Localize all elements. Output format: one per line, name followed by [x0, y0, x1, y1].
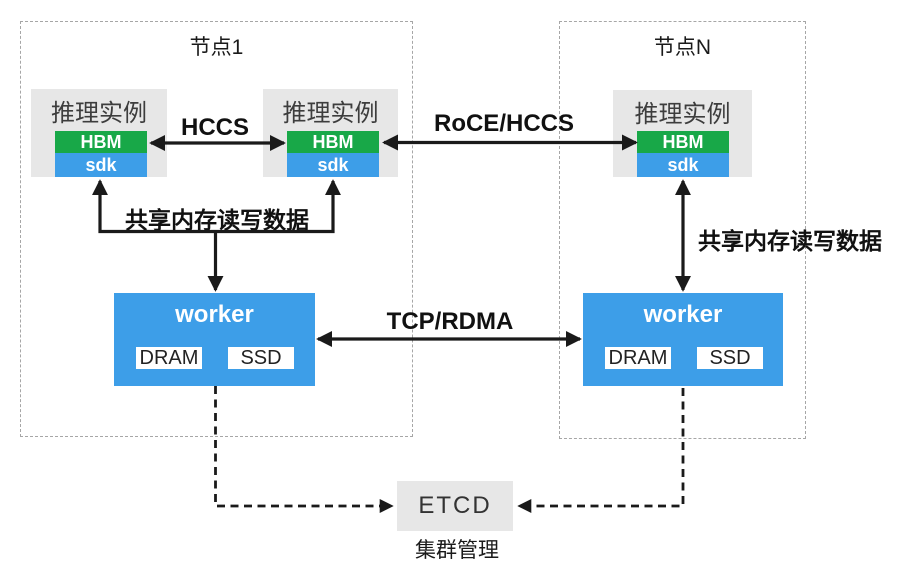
worker-n-title: worker — [643, 301, 723, 328]
inference-instance-n-title: 推理实例 — [634, 101, 731, 128]
ssd-chip: SSD — [697, 347, 763, 369]
hbm-bar: HBM — [55, 131, 147, 153]
ssd-chip: SSD — [228, 347, 294, 369]
dram-chip: DRAM — [136, 347, 202, 369]
cluster-management-label: 集群管理 — [415, 539, 499, 562]
inference-instance-1-title: 推理实例 — [51, 100, 147, 127]
roce-hccs-label: RoCE/HCCS — [433, 110, 574, 137]
shared-memory-label-right: 共享内存读写数据 — [698, 228, 882, 254]
sdk-bar: sdk — [55, 153, 147, 177]
etcd-box: ETCD — [397, 481, 513, 531]
hbm-bar: HBM — [287, 131, 379, 153]
nodeN-title: 节点N — [653, 36, 712, 59]
worker-1-box: worker DRAM SSD — [114, 293, 315, 386]
hccs-label: HCCS — [180, 114, 249, 141]
inference-instance-2-title: 推理实例 — [282, 100, 379, 127]
inference-instance-n-bars: HBM sdk — [637, 131, 729, 177]
inference-instance-1: 推理实例 HBM sdk — [31, 89, 167, 177]
tcp-rdma-label: TCP/RDMA — [386, 308, 514, 335]
sdk-bar: sdk — [637, 153, 729, 177]
dram-chip: DRAM — [605, 347, 671, 369]
inference-instance-2: 推理实例 HBM sdk — [263, 89, 398, 177]
sdk-bar: sdk — [287, 153, 379, 177]
node1-title: 节点1 — [189, 36, 244, 59]
inference-instance-n: 推理实例 HBM sdk — [613, 90, 752, 177]
inference-instance-2-bars: HBM sdk — [287, 131, 379, 177]
inference-instance-1-bars: HBM sdk — [55, 131, 147, 177]
worker-1-title: worker — [175, 301, 254, 328]
hbm-bar: HBM — [637, 131, 729, 153]
shared-memory-label-left: 共享内存读写数据 — [125, 207, 309, 233]
worker-n-box: worker DRAM SSD — [583, 293, 783, 386]
etcd-label: ETCD — [418, 492, 492, 519]
